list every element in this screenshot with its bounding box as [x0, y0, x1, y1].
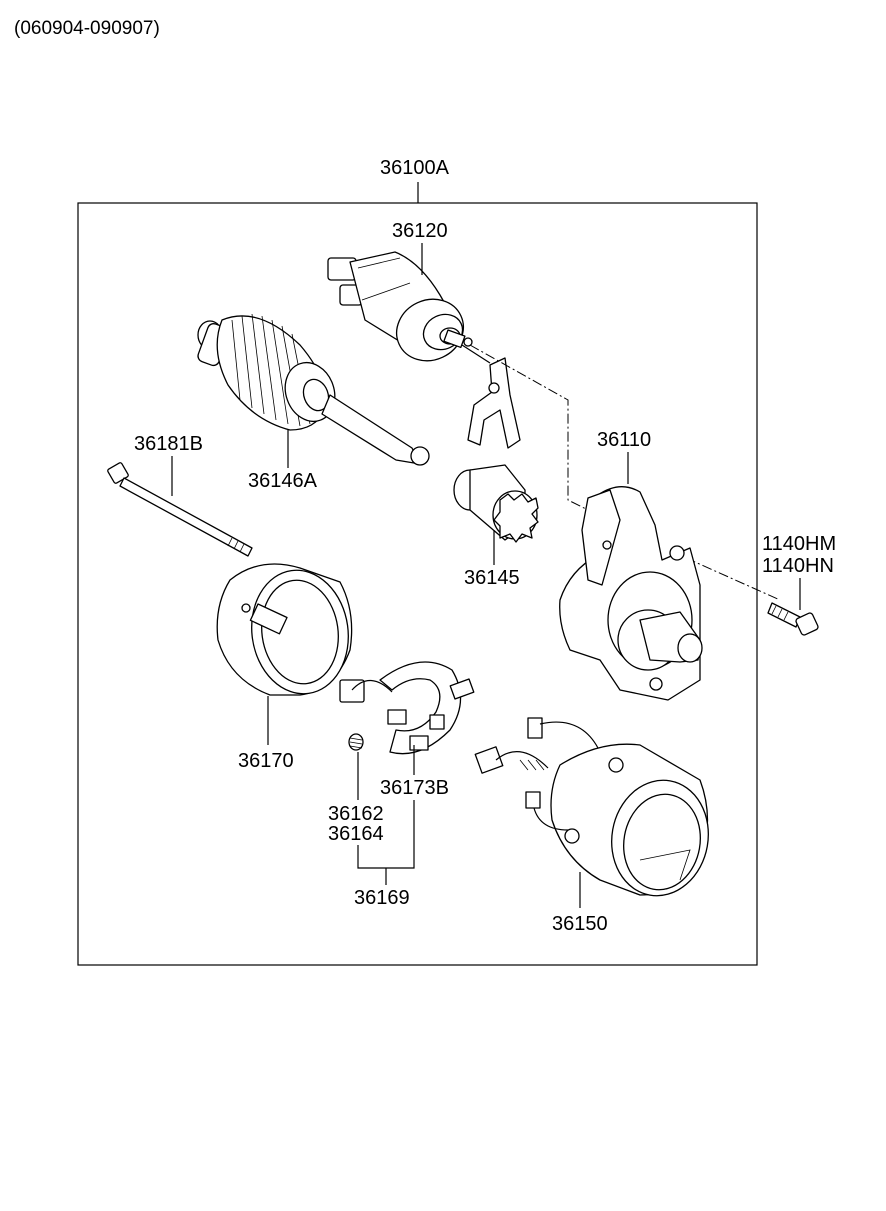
part-label-spring-2: 36164 [328, 823, 384, 845]
through-bolt-icon [107, 462, 253, 557]
armature-icon [197, 313, 430, 466]
brush-kit-bracket [357, 800, 415, 885]
alignment-line-solenoid [469, 344, 599, 516]
pivot-leader-line [461, 344, 491, 364]
part-label-drive-housing: 36110 [597, 429, 652, 451]
yoke-icon [474, 717, 709, 897]
solenoid-icon [327, 251, 473, 362]
part-label-brush-holder: 36173B [380, 777, 449, 799]
shift-lever-icon [467, 357, 521, 449]
drive-housing-icon [559, 486, 703, 701]
part-label-solenoid: 36120 [392, 220, 448, 242]
part-label-spring-1: 36162 [328, 803, 384, 825]
part-label-through-bolt: 36181B [134, 433, 203, 455]
part-label-bolt-hn: 1140HN [762, 555, 834, 577]
date-range-label: (060904-090907) [14, 18, 160, 39]
part-label-rear-cover: 36170 [238, 750, 294, 772]
part-label-brush-kit: 36169 [354, 887, 410, 909]
part-label-overrunning-clutch: 36145 [464, 567, 520, 589]
brush-holder-icon [339, 661, 475, 755]
rear-cover-icon [216, 563, 353, 696]
assembly-label: 36100A [380, 157, 449, 179]
alignment-line-bolt [685, 557, 781, 601]
overrunning-clutch-icon [453, 464, 539, 543]
part-label-bolt-hm: 1140HM [762, 533, 837, 555]
part-label-armature: 36146A [248, 470, 317, 492]
part-label-yoke: 36150 [552, 913, 608, 935]
spring-icon [348, 733, 364, 751]
mounting-bolt-icon [767, 602, 819, 636]
